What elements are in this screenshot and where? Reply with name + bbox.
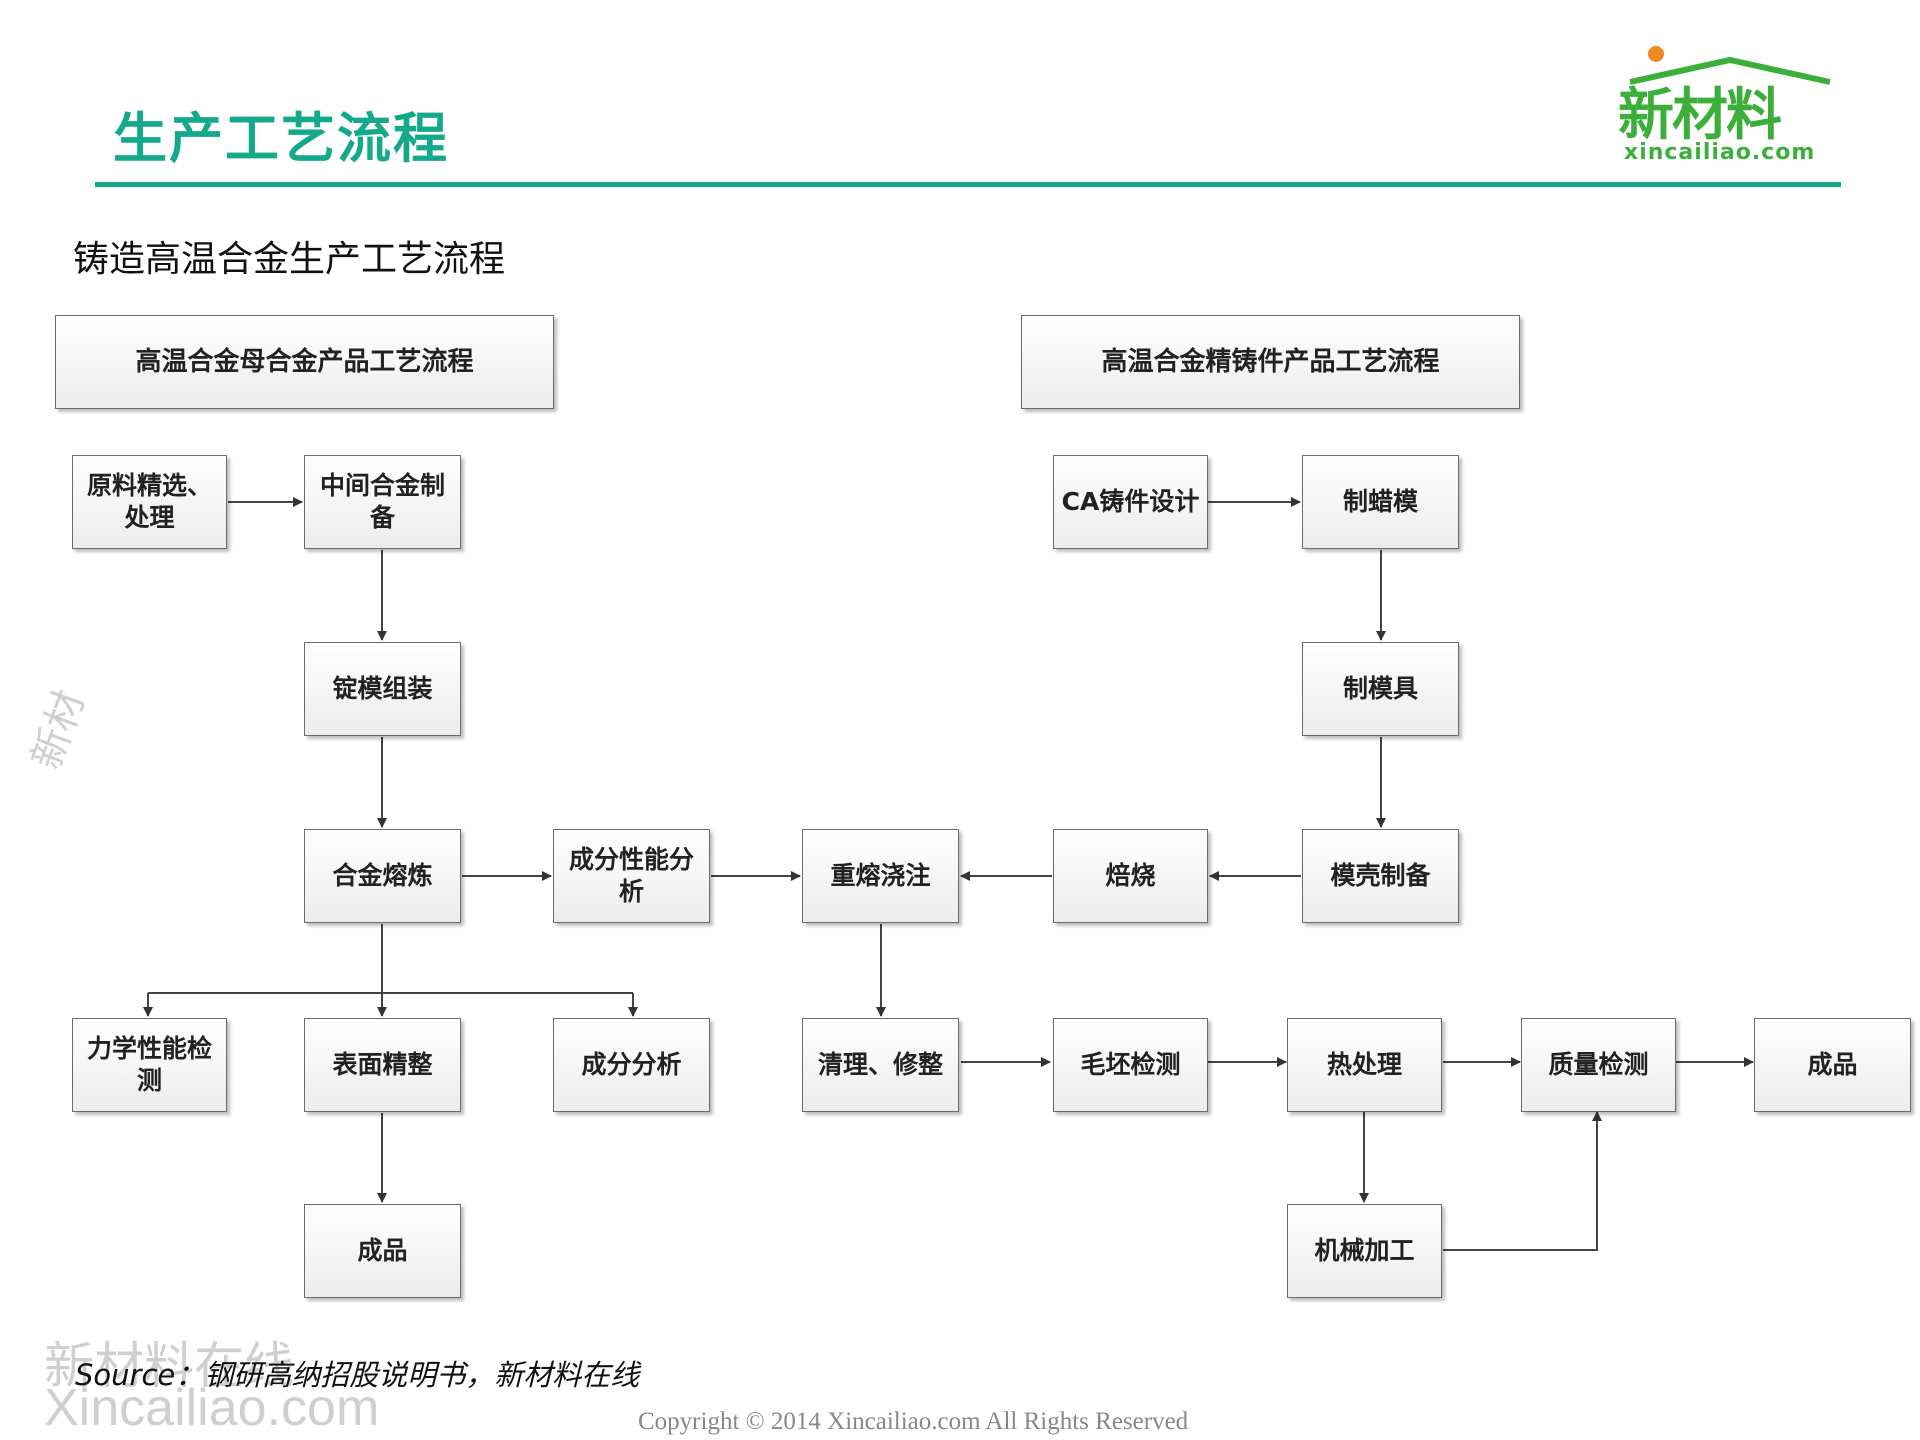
node-mechanical-test: 力学性能检测 — [72, 1018, 227, 1112]
node-machining: 机械加工 — [1287, 1204, 1442, 1298]
arrow-machining-to-quality — [1443, 1111, 1602, 1251]
page-title: 生产工艺流程 — [113, 107, 449, 170]
node-roasting: 焙烧 — [1053, 829, 1208, 923]
node-finished-right: 成品 — [1754, 1018, 1911, 1112]
node-ca-design: CA铸件设计 — [1053, 455, 1208, 549]
node-clean-trim: 清理、修整 — [802, 1018, 959, 1112]
node-blank-inspect: 毛坯检测 — [1053, 1018, 1208, 1112]
right-process-header: 高温合金精铸件产品工艺流程 — [1021, 315, 1520, 409]
node-surface-finish: 表面精整 — [304, 1018, 461, 1112]
node-composition-performance: 成分性能分析 — [553, 829, 710, 923]
node-shell-prep: 模壳制备 — [1302, 829, 1459, 923]
node-alloy-smelting: 合金熔炼 — [304, 829, 461, 923]
watermark-en: Xincailiao.com — [44, 1379, 380, 1437]
node-remelt-pour: 重熔浇注 — [802, 829, 959, 923]
source-note: Source：钢研高纳招股说明书，新材料在线 — [75, 1352, 639, 1394]
node-mold-tool: 制模具 — [1302, 642, 1459, 736]
logo-dot-icon — [1648, 46, 1664, 62]
diagram-subtitle: 铸造高温合金生产工艺流程 — [73, 239, 506, 280]
node-quality-inspect: 质量检测 — [1521, 1018, 1676, 1112]
node-intermediate-alloy: 中间合金制备 — [304, 455, 461, 549]
node-heat-treat: 热处理 — [1287, 1018, 1442, 1112]
brand-logo[interactable]: 新材料 xincailiao.com — [1610, 40, 1850, 170]
source-text: 钢研高纳招股说明书，新材料在线 — [204, 1358, 640, 1392]
node-finished-left: 成品 — [304, 1204, 461, 1298]
left-process-header: 高温合金母合金产品工艺流程 — [55, 315, 554, 409]
node-wax-mold: 制蜡模 — [1302, 455, 1459, 549]
logo-text: 新材料 — [1618, 83, 1782, 148]
source-label: Source： — [75, 1358, 205, 1392]
header-divider — [95, 182, 1841, 187]
logo-url: xincailiao.com — [1624, 140, 1816, 165]
node-ingot-mold: 锭模组装 — [304, 642, 461, 736]
roof-icon — [1629, 56, 1831, 85]
node-composition-analysis: 成分分析 — [553, 1018, 710, 1112]
node-raw-material: 原料精选、处理 — [72, 455, 227, 549]
watermark-cn: 新材料在线 — [44, 1337, 294, 1395]
copyright: Copyright © 2014 Xincailiao.com All Righ… — [638, 1408, 1189, 1435]
